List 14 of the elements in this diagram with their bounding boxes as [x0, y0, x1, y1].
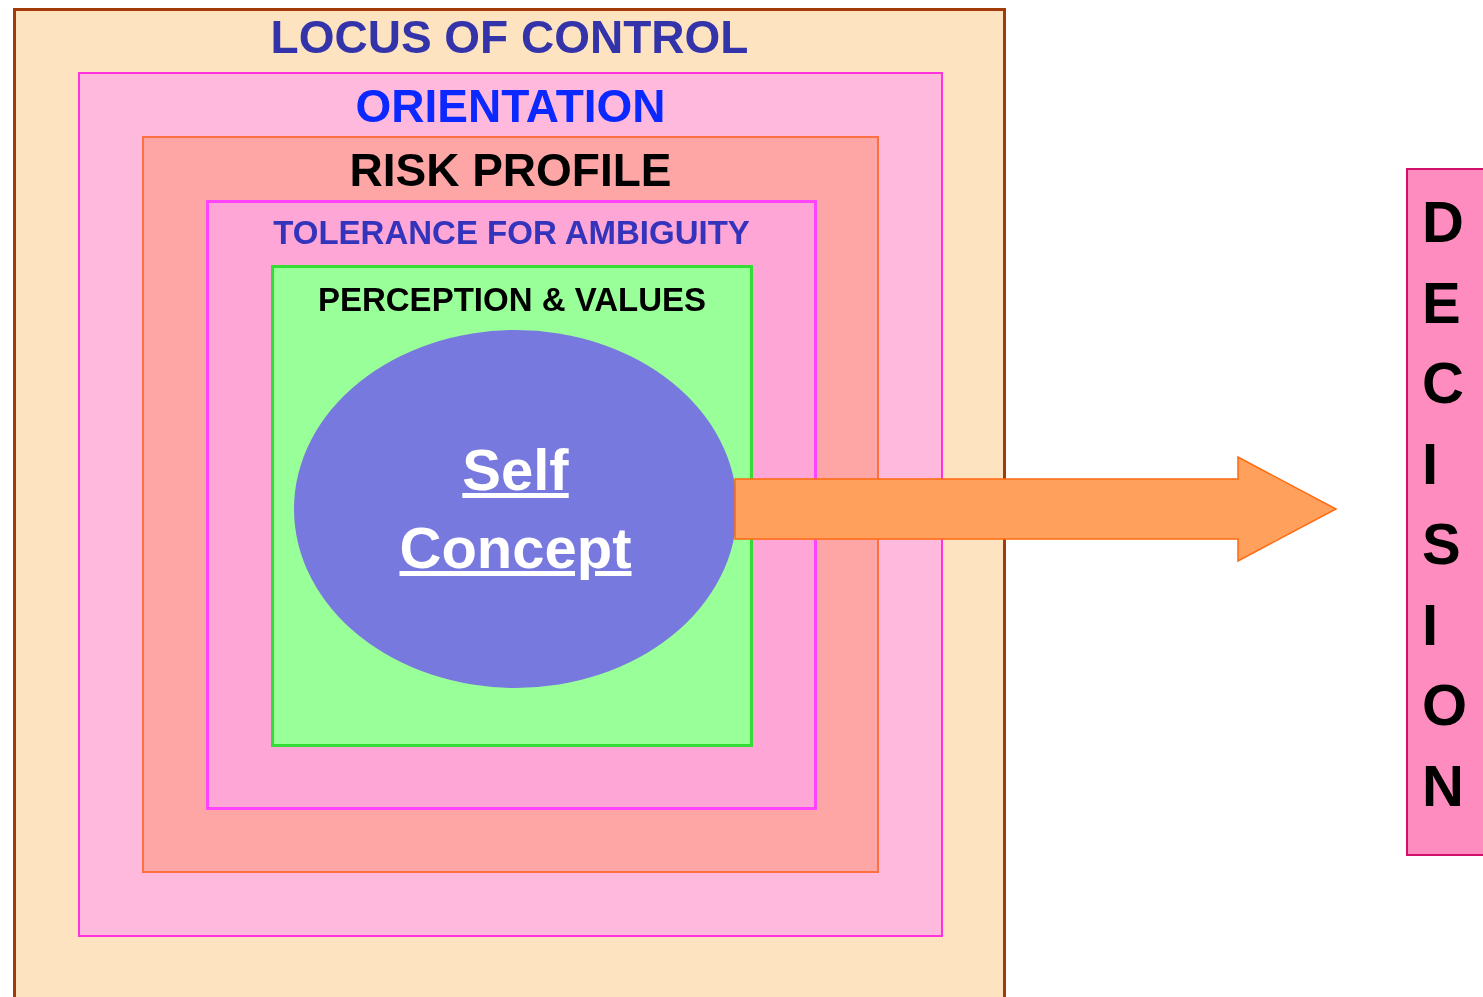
box-heading: PERCEPTION & VALUES — [316, 280, 708, 320]
vertical-label: DECISION — [1422, 188, 1469, 820]
nested-box — [206, 200, 817, 810]
block-arrow — [734, 455, 1338, 563]
nested-box — [271, 265, 753, 747]
box-heading: RISK PROFILE — [348, 144, 673, 196]
box-heading: LOCUS OF CONTROL — [269, 11, 750, 63]
nested-box — [78, 72, 943, 937]
box-heading: ORIENTATION — [354, 80, 667, 132]
nested-box — [142, 136, 879, 873]
vertical-box — [1406, 168, 1483, 856]
box-heading: TOLERANCE FOR AMBIGUITY — [272, 213, 751, 253]
outer-box — [13, 8, 1006, 997]
node-label: Self Concept — [398, 436, 633, 582]
